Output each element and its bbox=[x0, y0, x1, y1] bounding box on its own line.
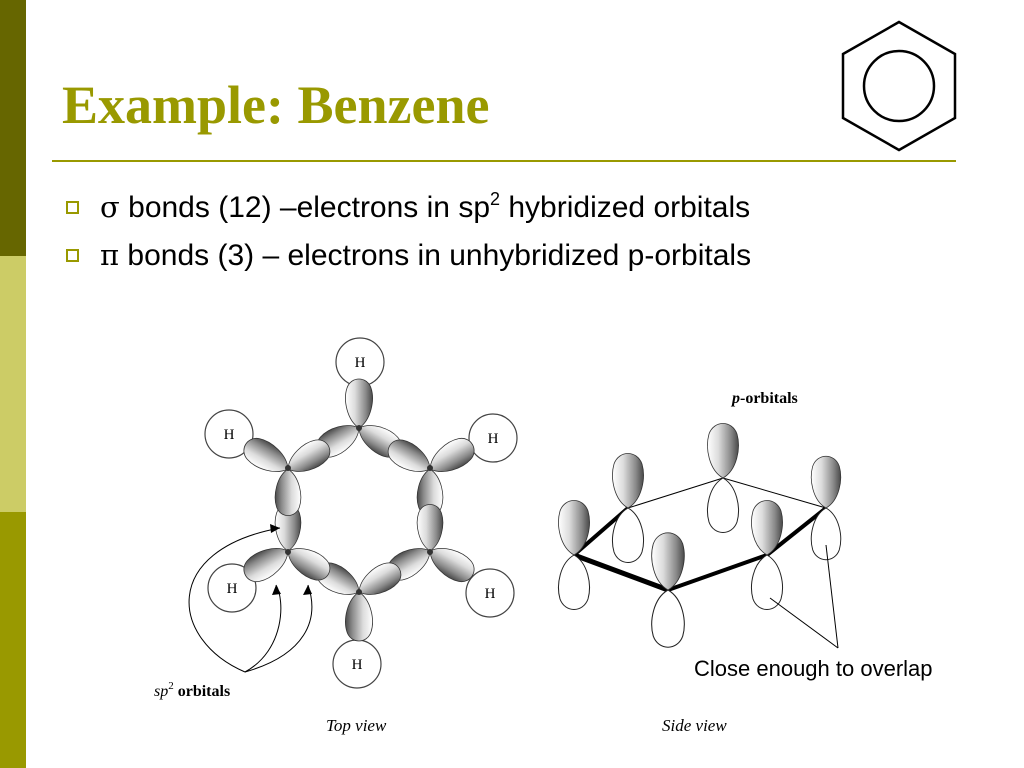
sidebar-stripe bbox=[0, 0, 26, 768]
hydrogen-label: H bbox=[224, 427, 235, 443]
sp2-lobe bbox=[345, 591, 373, 642]
sidebar-segment-mid bbox=[0, 512, 26, 768]
hydrogen-atoms bbox=[204, 337, 518, 689]
p-lobe-top bbox=[707, 423, 739, 479]
hydrogen-label: H bbox=[485, 586, 496, 602]
p-lobe-bottom bbox=[558, 554, 590, 610]
hydrogen-label: H bbox=[352, 657, 363, 673]
benzene-ring-icon bbox=[841, 20, 957, 152]
p-lobe-top bbox=[810, 455, 842, 509]
overlap-pointers bbox=[769, 544, 839, 649]
bullet-text-end: hybridized orbitals bbox=[500, 191, 751, 224]
superscript: 2 bbox=[490, 189, 501, 209]
hydrogen-label: H bbox=[227, 581, 238, 597]
sp2-orbital-lobes bbox=[238, 378, 480, 642]
side-view-diagram bbox=[558, 423, 842, 649]
ring-edges bbox=[572, 477, 828, 593]
arrowheads bbox=[270, 524, 312, 595]
bullet-sigma-bonds: σ bonds (12) –electrons in sp2 hybridize… bbox=[60, 186, 751, 234]
bullet-pi-bonds: π bonds (3) – electrons in unhybridized … bbox=[60, 234, 751, 282]
top-view-caption: Top view bbox=[326, 716, 387, 735]
bullet-text: bonds (3) – electrons in unhybridized p-… bbox=[119, 239, 752, 272]
bullet-square-icon bbox=[66, 249, 79, 262]
p-orbital-pairs bbox=[558, 423, 842, 648]
title-divider bbox=[52, 160, 956, 162]
bullet-square-icon bbox=[66, 201, 79, 214]
hydrogen-label: H bbox=[355, 355, 366, 371]
p-lobe-bottom bbox=[651, 589, 685, 648]
carbon-framework bbox=[285, 425, 433, 595]
slide-title: Example: Benzene bbox=[62, 75, 490, 135]
sp2-lobe bbox=[345, 378, 373, 429]
sp2-orbitals-label: sp2 orbitals bbox=[154, 680, 231, 701]
p-lobe-bottom bbox=[751, 554, 783, 610]
p-lobe-top bbox=[612, 453, 644, 509]
hydrogen-label: H bbox=[488, 431, 499, 447]
overlap-caption: Close enough to overlap bbox=[694, 656, 933, 681]
side-view-caption: Side view bbox=[662, 716, 727, 735]
p-lobe-bottom bbox=[707, 477, 739, 533]
sigma-symbol: σ bbox=[100, 190, 120, 224]
bullet-text: bonds (12) –electrons in sp bbox=[119, 191, 491, 224]
pi-symbol: π bbox=[100, 238, 120, 272]
p-lobe-top bbox=[651, 532, 685, 591]
p-orbitals-label: p-orbitals bbox=[732, 390, 798, 407]
sp2-lobe bbox=[416, 503, 444, 552]
top-view-diagram: H H H H H H bbox=[188, 337, 518, 689]
bullet-list: σ bonds (12) –electrons in sp2 hybridize… bbox=[60, 186, 751, 282]
sidebar-segment-light bbox=[0, 256, 26, 512]
sidebar-segment-dark bbox=[0, 0, 26, 256]
sp2-lobe bbox=[274, 468, 302, 517]
